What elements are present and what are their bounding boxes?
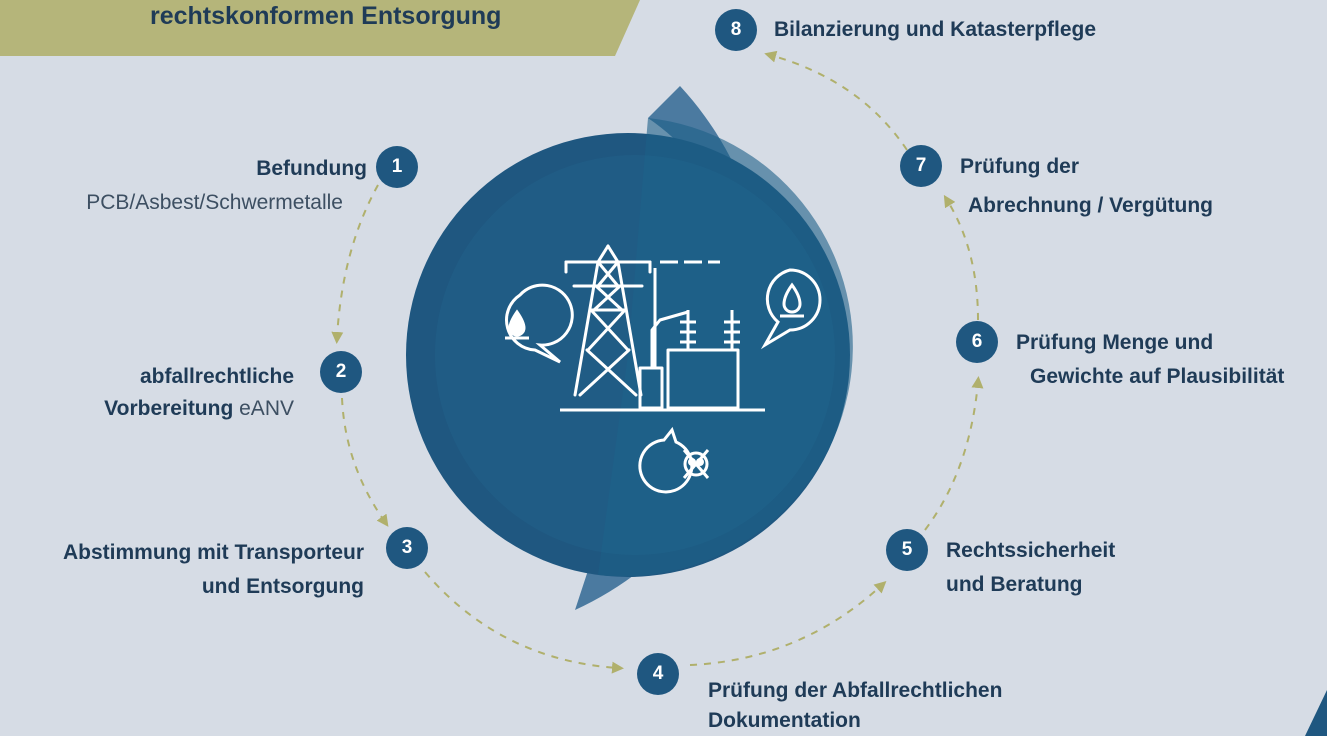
step-6-title-line2: Gewichte auf Plausibilität [1030,365,1285,388]
step-2-label-line1: abfallrechtliche [140,362,294,392]
step-2-title-line2: Vorbereitung [104,397,234,420]
step-4-label-line2: Dokumentation [708,706,861,736]
step-3-title-line1: Abstimmung mit Transporteur [62,541,364,564]
step-4-title-line1: Prüfung der Abfallrechtlichen [708,679,1003,702]
step-5-title-line1: Rechtssicherheit [946,539,1116,562]
flame-bubble-icon [760,268,822,350]
skull-hazard-bubble-icon [638,426,710,494]
step-3-title-line2: und Entsorgung [201,575,364,598]
step-6-label-line1: Prüfung Menge und [1016,328,1213,358]
step-6-title-line1: Prüfung Menge und [1016,331,1214,354]
step-2-label-line2: Vorbereitung eANV [104,394,294,424]
step-3-label-line1: Abstimmung mit Transporteur [63,538,364,568]
step-4-title-line2: Dokumentation [708,709,861,732]
step-7-title-line1: Prüfung der [960,155,1079,178]
arrow-5-to-6 [924,376,984,531]
step-7-title-line2: Abrechnung / Vergütung [968,194,1213,217]
arrow-4-to-5 [689,580,887,666]
step-1-label: Befundung [256,154,367,184]
arrow-7-to-8 [764,50,908,151]
step-7-label-line1: Prüfung der [960,152,1079,182]
step-arrows [331,50,984,674]
step-7-label-line2: Abrechnung / Vergütung [968,191,1213,221]
arrow-1-to-2 [331,184,379,344]
center-circle-highlight [598,118,853,577]
step-4-label-line1: Prüfung der Abfallrechtlichen [708,676,1002,706]
step-5-label-line1: Rechtssicherheit [946,536,1115,566]
step-1-detail: PCB/Asbest/Schwermetalle [86,188,343,218]
corner-accent-shape [1305,690,1327,736]
arrow-3-to-4 [424,571,624,674]
header-title: rechtskonformen Entsorgung [150,2,502,30]
oil-drop-bubble-icon [505,283,574,364]
transformer-icon [560,310,765,412]
step-5-title-line2: und Beratung [946,573,1083,596]
step-5-badge: 5 [886,529,928,571]
transmission-tower-icon [564,244,652,397]
step-8-label: Bilanzierung und Katasterpflege [774,15,1096,45]
power-line-icon [653,260,720,368]
step-5-label-line2: und Beratung [946,570,1083,600]
step-1-title: Befundung [256,157,367,180]
step-8-title: Bilanzierung und Katasterpflege [774,18,1097,41]
step-2-badge: 2 [320,351,362,393]
step-6-badge: 6 [956,321,998,363]
step-1-badge: 1 [376,146,418,188]
step-3-badge: 3 [386,527,428,569]
arrow-2-to-3 [341,397,389,527]
header-banner-shape [0,0,640,56]
step-2-suffix: eANV [233,397,294,420]
arrow-6-to-7 [943,194,979,321]
step-6-label-line2: Gewichte auf Plausibilität [1030,362,1284,392]
step-4-badge: 4 [637,653,679,695]
step-8-badge: 8 [715,9,757,51]
step-3-label-line2: und Entsorgung [202,572,364,602]
step-1-detail-text: PCB/Asbest/Schwermetalle [86,191,343,214]
step-7-badge: 7 [900,145,942,187]
step-2-title-line1: abfallrechtliche [139,365,294,388]
